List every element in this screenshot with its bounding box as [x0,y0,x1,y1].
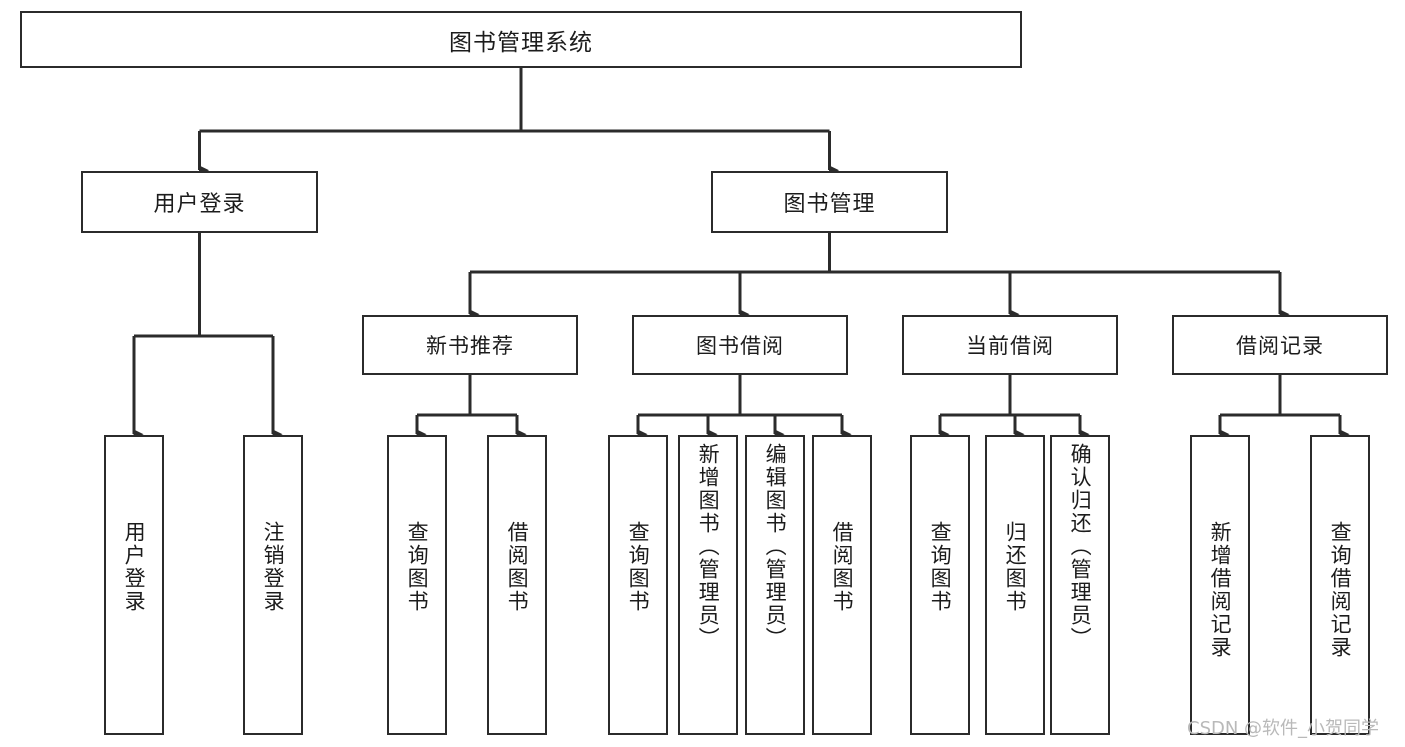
node-label: 图书管理系统 [449,29,593,56]
node-label: 借阅图书 [830,521,855,613]
node-label: 查询借阅记录 [1328,521,1353,659]
node-leaf-query-book-cur: 查询图书 [910,435,970,735]
node-user-login: 用户登录 [81,171,318,233]
node-leaf-query-book-rec: 查询图书 [387,435,447,735]
node-label: 查询图书 [928,521,953,613]
node-leaf-user-login: 用户登录 [104,435,164,735]
node-leaf-edit-book: 编辑图书（管理员） [745,435,805,735]
node-label: 确认归还（管理员） [1068,443,1093,650]
node-leaf-query-book-borrow: 查询图书 [608,435,668,735]
node-label: 注销登录 [261,521,286,613]
node-label: 图书管理 [783,192,876,217]
node-label: 查询图书 [626,521,651,613]
node-label: 当前借阅 [966,334,1054,358]
node-book-borrow: 图书借阅 [632,315,848,375]
node-leaf-query-record: 查询借阅记录 [1310,435,1370,735]
node-current-borrow: 当前借阅 [902,315,1118,375]
node-label: 新增图书（管理员） [696,443,721,650]
node-new-book-rec: 新书推荐 [362,315,578,375]
node-leaf-add-record: 新增借阅记录 [1190,435,1250,735]
node-label: 借阅图书 [505,521,530,613]
node-label: 编辑图书（管理员） [763,443,788,650]
node-label: 查询图书 [405,521,430,613]
node-leaf-return-book: 归还图书 [985,435,1045,735]
node-label: 用户登录 [153,192,246,217]
watermark-text: CSDN @软件_小贺同学 [1187,718,1380,739]
node-leaf-borrow-book-rec: 借阅图书 [487,435,547,735]
node-root: 图书管理系统 [20,11,1022,68]
node-leaf-add-book: 新增图书（管理员） [678,435,738,735]
node-label: 归还图书 [1003,521,1028,613]
node-label: 新书推荐 [426,334,514,358]
node-borrow-record: 借阅记录 [1172,315,1388,375]
node-label: 新增借阅记录 [1208,521,1233,659]
node-label: 图书借阅 [696,334,784,358]
node-leaf-borrow-book: 借阅图书 [812,435,872,735]
node-book-manage: 图书管理 [711,171,948,233]
node-leaf-user-logout: 注销登录 [243,435,303,735]
node-label: 用户登录 [122,521,147,613]
node-leaf-confirm-return: 确认归还（管理员） [1050,435,1110,735]
node-label: 借阅记录 [1236,334,1324,358]
